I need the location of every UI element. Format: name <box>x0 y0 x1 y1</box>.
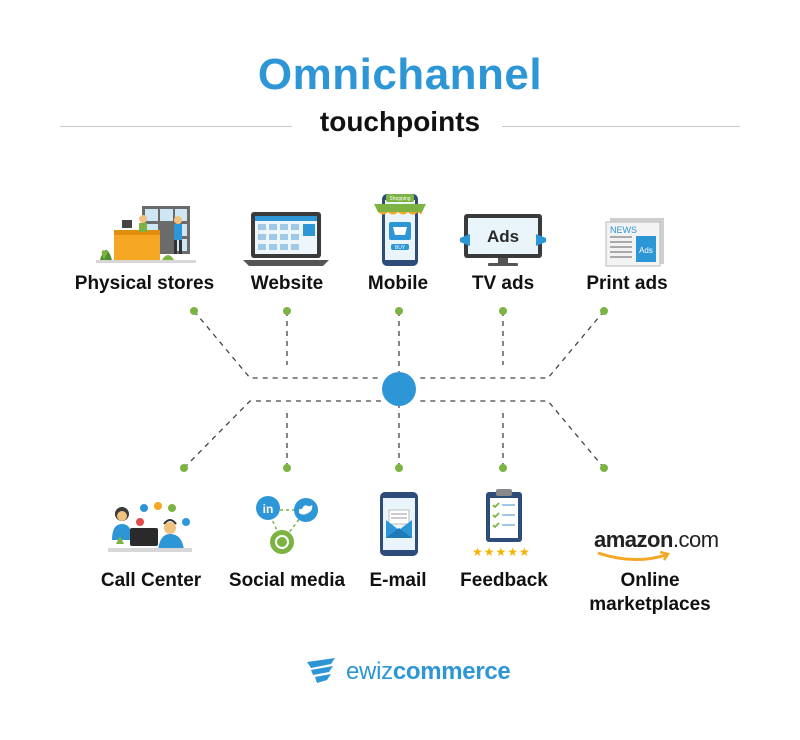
linkedin-icon <box>256 496 280 520</box>
newspaper-ads-text: Ads <box>639 246 653 255</box>
label-online-marketplaces: Online marketplaces <box>575 569 725 617</box>
amazon-smile-icon <box>597 551 671 562</box>
page-title: Omnichannel <box>257 50 543 99</box>
social-media-icon: in <box>256 496 318 554</box>
connector-print-ads <box>416 310 605 379</box>
label-feedback: Feedback <box>460 570 548 591</box>
tv-ads-text: Ads <box>487 227 519 246</box>
dot-print-ads <box>600 307 608 315</box>
feedback-clipboard-icon <box>486 489 522 542</box>
physical-store-icon <box>96 206 196 263</box>
label-email: E-mail <box>369 570 427 591</box>
amazon-logo: amazon.com <box>594 527 719 553</box>
laptop-icon <box>243 212 329 266</box>
label-online-line2: marketplaces <box>589 594 711 615</box>
call-center-icon <box>108 502 192 552</box>
label-online-line1: Online <box>620 570 680 591</box>
label-social-media: Social media <box>228 570 346 591</box>
mobile-shopping-icon: Shopping BUY <box>374 194 426 266</box>
whatsapp-icon <box>270 530 294 554</box>
newspaper-icon: NEWS Ads <box>605 218 664 267</box>
label-physical-stores: Physical stores <box>74 273 215 294</box>
mobile-banner-text: Shopping <box>389 196 410 202</box>
email-icon <box>380 492 418 556</box>
rating-stars: ★★★★★ <box>472 545 531 559</box>
dot-feedback <box>499 464 507 472</box>
dot-call-center <box>180 464 188 472</box>
dot-tv-ads <box>499 307 507 315</box>
amazon-suffix: .com <box>672 527 719 552</box>
amazon-name: amazon <box>594 527 673 552</box>
label-print-ads: Print ads <box>586 273 668 294</box>
ewizcommerce-logo-icon <box>307 658 335 683</box>
dot-social-media <box>283 464 291 472</box>
label-mobile: Mobile <box>367 273 429 294</box>
brand-name-part2: commerce <box>392 658 511 685</box>
tv-ads-icon: Ads <box>460 214 546 266</box>
dot-online-marketplaces <box>600 464 608 472</box>
label-call-center: Call Center <box>100 570 202 591</box>
label-website: Website <box>250 273 324 294</box>
dot-email <box>395 464 403 472</box>
connector-call-center <box>183 400 382 469</box>
svg-text:in: in <box>263 502 274 516</box>
divider-right <box>502 126 740 127</box>
newspaper-news-text: NEWS <box>610 225 637 235</box>
dot-mobile <box>395 307 403 315</box>
connector-online-marketplaces <box>416 400 605 469</box>
page-subtitle: touchpoints <box>319 106 481 137</box>
brand-name-part1: ewiz <box>346 658 393 685</box>
connector-physical-stores <box>193 310 382 379</box>
dot-website <box>283 307 291 315</box>
hub-circle <box>382 372 416 406</box>
dot-physical-stores <box>190 307 198 315</box>
label-tv-ads: TV ads <box>471 273 535 294</box>
brand-name: ewizcommerce <box>346 658 511 686</box>
divider-left <box>60 126 292 127</box>
mobile-buy-text: BUY <box>395 245 406 251</box>
